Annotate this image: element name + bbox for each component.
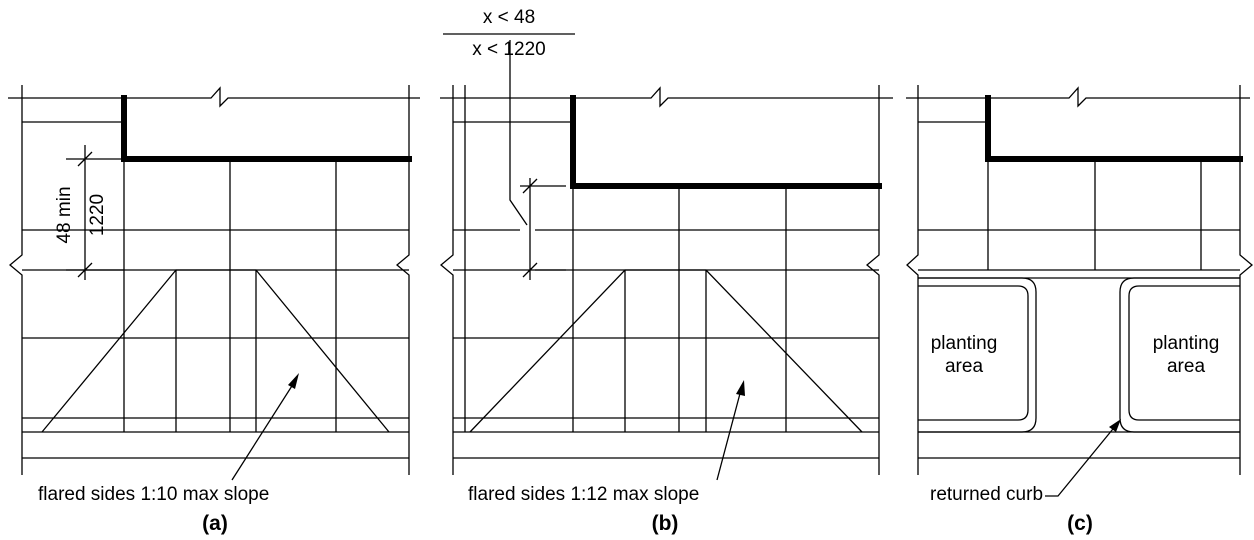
leader-arrowhead — [288, 373, 299, 389]
building-edge — [121, 95, 412, 162]
flared-ramp — [469, 269, 863, 433]
left-boundary — [439, 85, 466, 475]
planting-area-label-right: planting — [1153, 333, 1220, 354]
panel-a: 48 min 1220 flared sides 1:10 max slope … — [8, 85, 420, 535]
left-boundary — [906, 85, 919, 475]
panel-note: returned curb — [930, 484, 1043, 505]
panel-c: planting area planting area returned cur… — [906, 85, 1254, 535]
panel-note: flared sides 1:10 max slope — [38, 484, 269, 505]
leader-line — [1045, 423, 1118, 497]
panel-caption: (b) — [652, 512, 679, 535]
sidewalk-grid — [918, 121, 1240, 279]
street-line-top — [440, 86, 893, 108]
sidewalk-grid — [453, 121, 879, 432]
leader-line — [716, 385, 743, 481]
right-boundary — [865, 85, 880, 475]
right-boundary — [395, 85, 410, 475]
returned-curb-right — [1119, 277, 1240, 433]
dimension-line — [509, 40, 566, 280]
left-boundary — [8, 85, 23, 475]
leader-arrowhead — [1109, 419, 1121, 432]
building-edge — [985, 95, 1243, 162]
panel-b: x < 48 x < 1220 flared sides 1:12 max sl… — [439, 7, 893, 535]
planting-area-label-left-2: area — [945, 356, 983, 377]
panel-caption: (c) — [1067, 512, 1093, 535]
curb-lines — [453, 417, 879, 459]
panel-note: flared sides 1:12 max slope — [468, 484, 699, 505]
dimension-metric: x < 1220 — [472, 39, 545, 60]
building-edge — [570, 95, 882, 189]
flared-ramp — [41, 269, 390, 433]
leader-arrowhead — [736, 380, 745, 396]
dimension-imperial: 48 min — [54, 186, 75, 243]
returned-curb-left — [918, 277, 1037, 433]
planting-area-label-left: planting — [931, 333, 998, 354]
panel-caption: (a) — [202, 512, 228, 535]
dimension-metric: 1220 — [87, 194, 108, 236]
street-line-top — [906, 86, 1250, 108]
curb-lines — [918, 431, 1240, 459]
leader-line — [231, 377, 298, 481]
planting-area-label-right-2: area — [1167, 356, 1205, 377]
dimension-line — [66, 145, 124, 280]
curb-lines — [22, 417, 409, 459]
dimension-imperial: x < 48 — [483, 7, 535, 28]
street-line-top — [8, 86, 420, 108]
right-boundary — [1239, 85, 1254, 475]
